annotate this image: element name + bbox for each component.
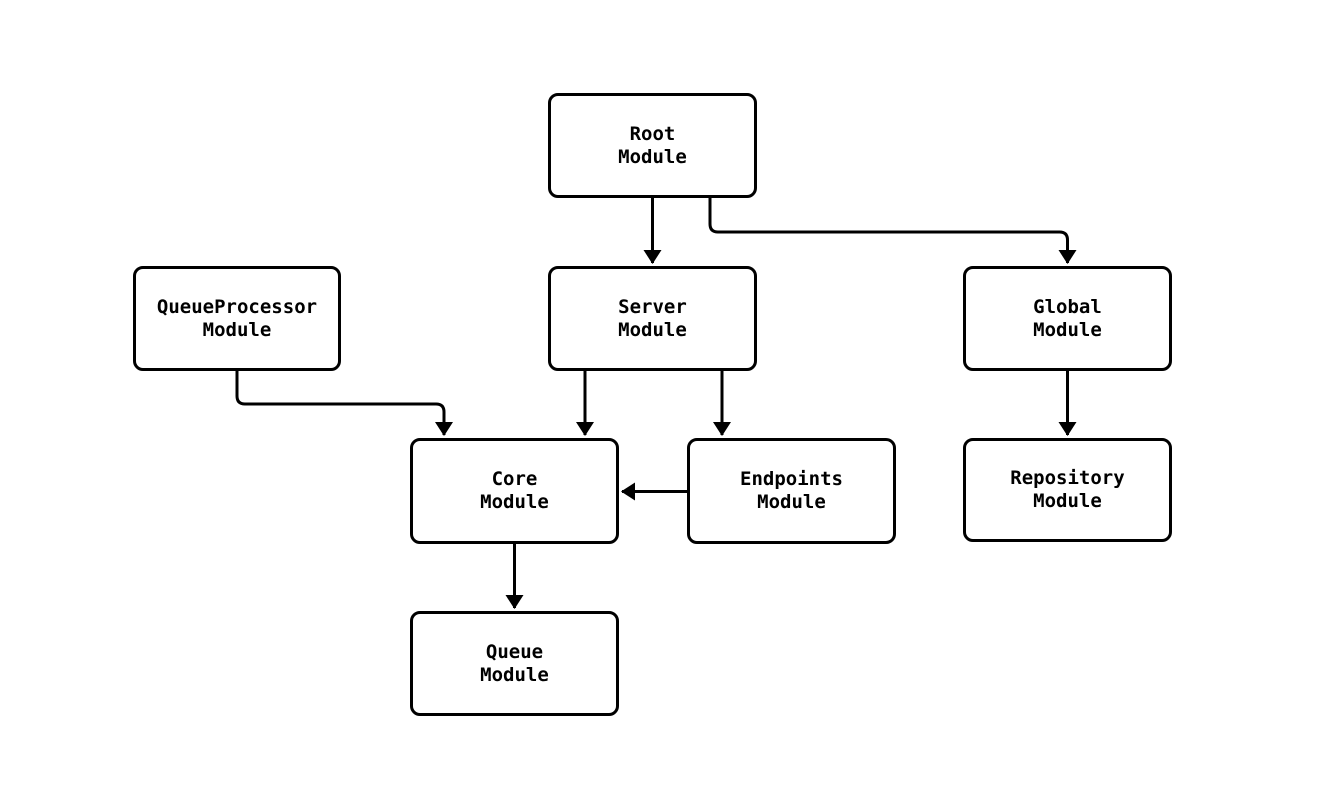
node-global-module: Global Module [963,266,1172,371]
node-core-module-label: Core Module [480,468,549,513]
node-server-module-label: Server Module [618,295,687,341]
node-repository-module: Repository Module [963,438,1172,542]
node-repository-module-label: Repository Module [1010,467,1125,512]
node-endpoints-module-label: Endpoints Module [740,468,843,513]
node-root-module-label: Root Module [618,122,687,168]
node-core-module: Core Module [410,438,619,544]
node-endpoints-module: Endpoints Module [687,438,896,544]
node-queue-module: Queue Module [410,611,619,716]
node-server-module: Server Module [548,266,757,371]
node-queueprocessor-module: QueueProcessor Module [133,266,341,371]
edge-root-to-global-arrow [708,198,1077,264]
node-queueprocessor-module-label: QueueProcessor Module [156,295,318,341]
node-root-module: Root Module [548,93,757,198]
edge-queueprocessor-to-core-arrow [235,371,453,436]
node-global-module-label: Global Module [1033,295,1102,341]
node-queue-module-label: Queue Module [480,640,549,686]
